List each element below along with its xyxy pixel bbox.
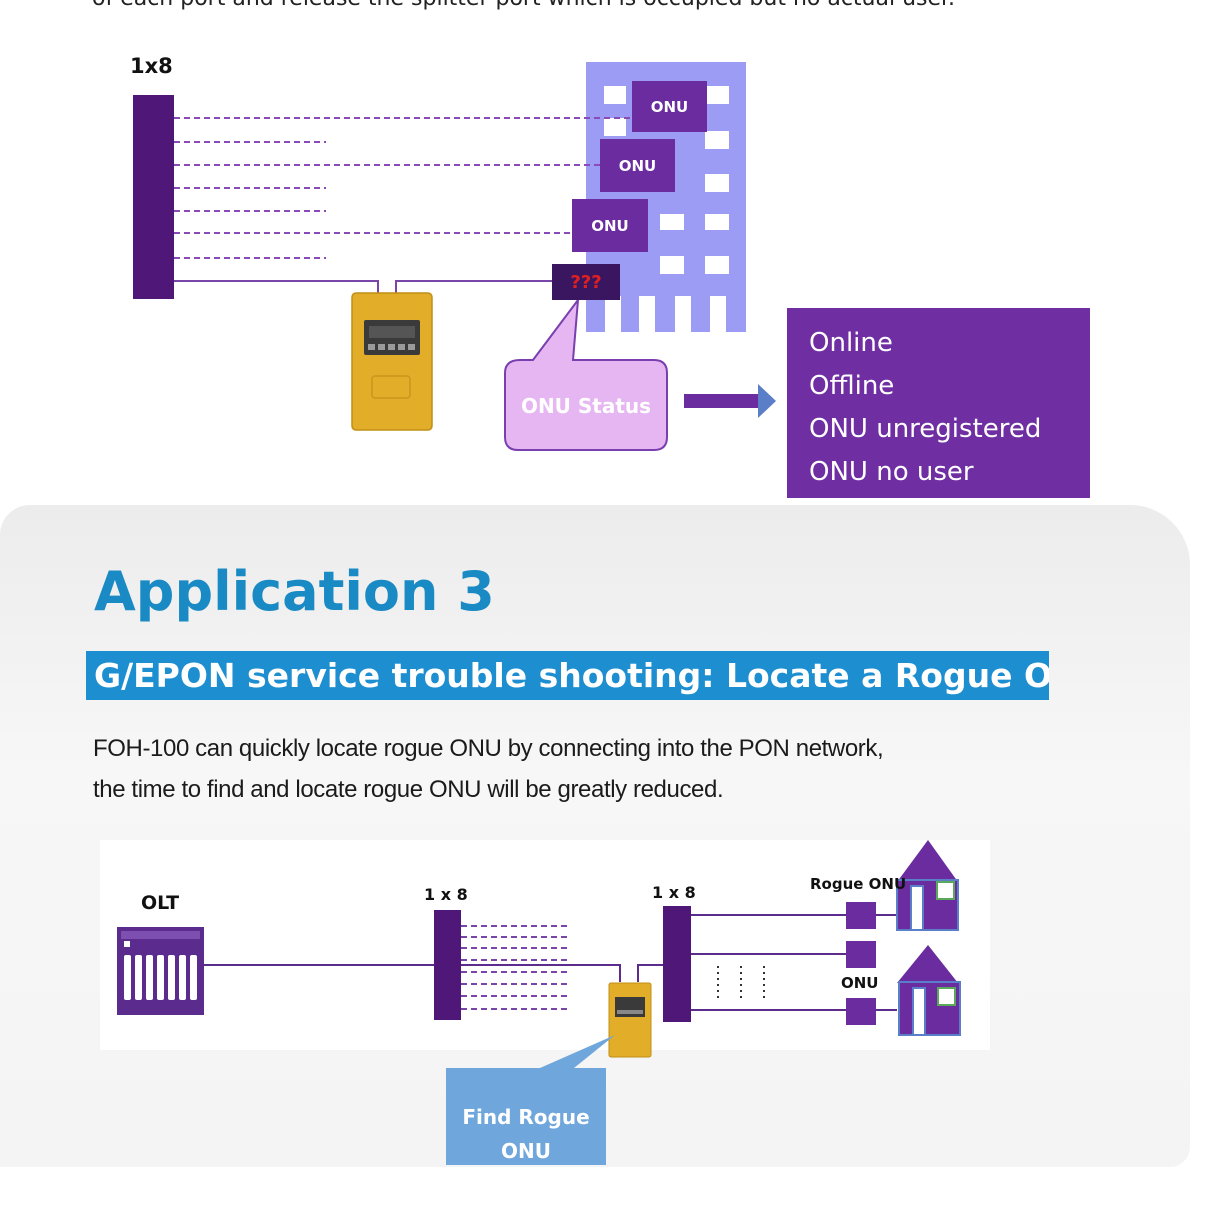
- callout-line: Find Rogue: [462, 1105, 590, 1129]
- splitter2-label: 1 x 8: [652, 883, 696, 902]
- application-background: [0, 505, 1190, 1167]
- description-line: the time to find and locate rogue ONU wi…: [93, 776, 724, 803]
- onu-status-callout-shape: [504, 296, 668, 451]
- more-lines-dots: [717, 966, 765, 1002]
- house-icon: [897, 945, 961, 1036]
- cut-off-text: of each port and release the splitter po…: [92, 0, 955, 11]
- description-line: FOH-100 can quickly locate rogue ONU by …: [93, 735, 884, 762]
- find-rogue-callout-shape: [446, 1035, 615, 1165]
- rogue-onu-diagram: [100, 840, 990, 1165]
- unknown-onu-box: ???: [552, 264, 620, 300]
- status-list-panel: Online Offline ONU unregistered ONU no u…: [787, 308, 1090, 498]
- onu-boxes: [846, 902, 876, 1025]
- splitter-bar: [133, 95, 174, 299]
- tester-device-icon-small: [608, 982, 652, 1058]
- house-icon: [896, 840, 959, 931]
- application-description: FOH-100 can quickly locate rogue ONU by …: [93, 728, 884, 810]
- onu-box-3: ONU: [572, 199, 648, 252]
- application-banner: G/EPON service trouble shooting: Locate …: [86, 651, 1049, 700]
- find-rogue-callout: Find Rogue ONU: [446, 1100, 606, 1168]
- callout-line: ONU: [501, 1139, 551, 1163]
- application-title: Application 3: [94, 560, 495, 623]
- olt-label: OLT: [141, 892, 180, 914]
- fiber-lines: [174, 117, 632, 259]
- rogue-onu-label: Rogue ONU: [810, 875, 907, 893]
- onu-label: ONU: [841, 974, 879, 992]
- olt-icon: [117, 927, 204, 1015]
- splitter-label: 1x8: [130, 54, 173, 78]
- onu-box-1: ONU: [632, 81, 707, 132]
- onu-status-callout: ONU Status: [520, 394, 652, 418]
- splitter-bar-2: [663, 906, 691, 1022]
- splitter-bar-1: [434, 910, 461, 1020]
- status-item: ONU no user: [809, 457, 974, 487]
- status-item: ONU unregistered: [809, 414, 1042, 444]
- splitter1-label: 1 x 8: [424, 885, 468, 904]
- fiber-lines-1: [461, 925, 568, 1010]
- status-item: Online: [809, 328, 893, 358]
- status-item: Offline: [809, 371, 895, 401]
- onu-box-2: ONU: [600, 139, 675, 192]
- right-arrow-icon: [684, 384, 776, 418]
- tester-device-icon: [351, 292, 433, 431]
